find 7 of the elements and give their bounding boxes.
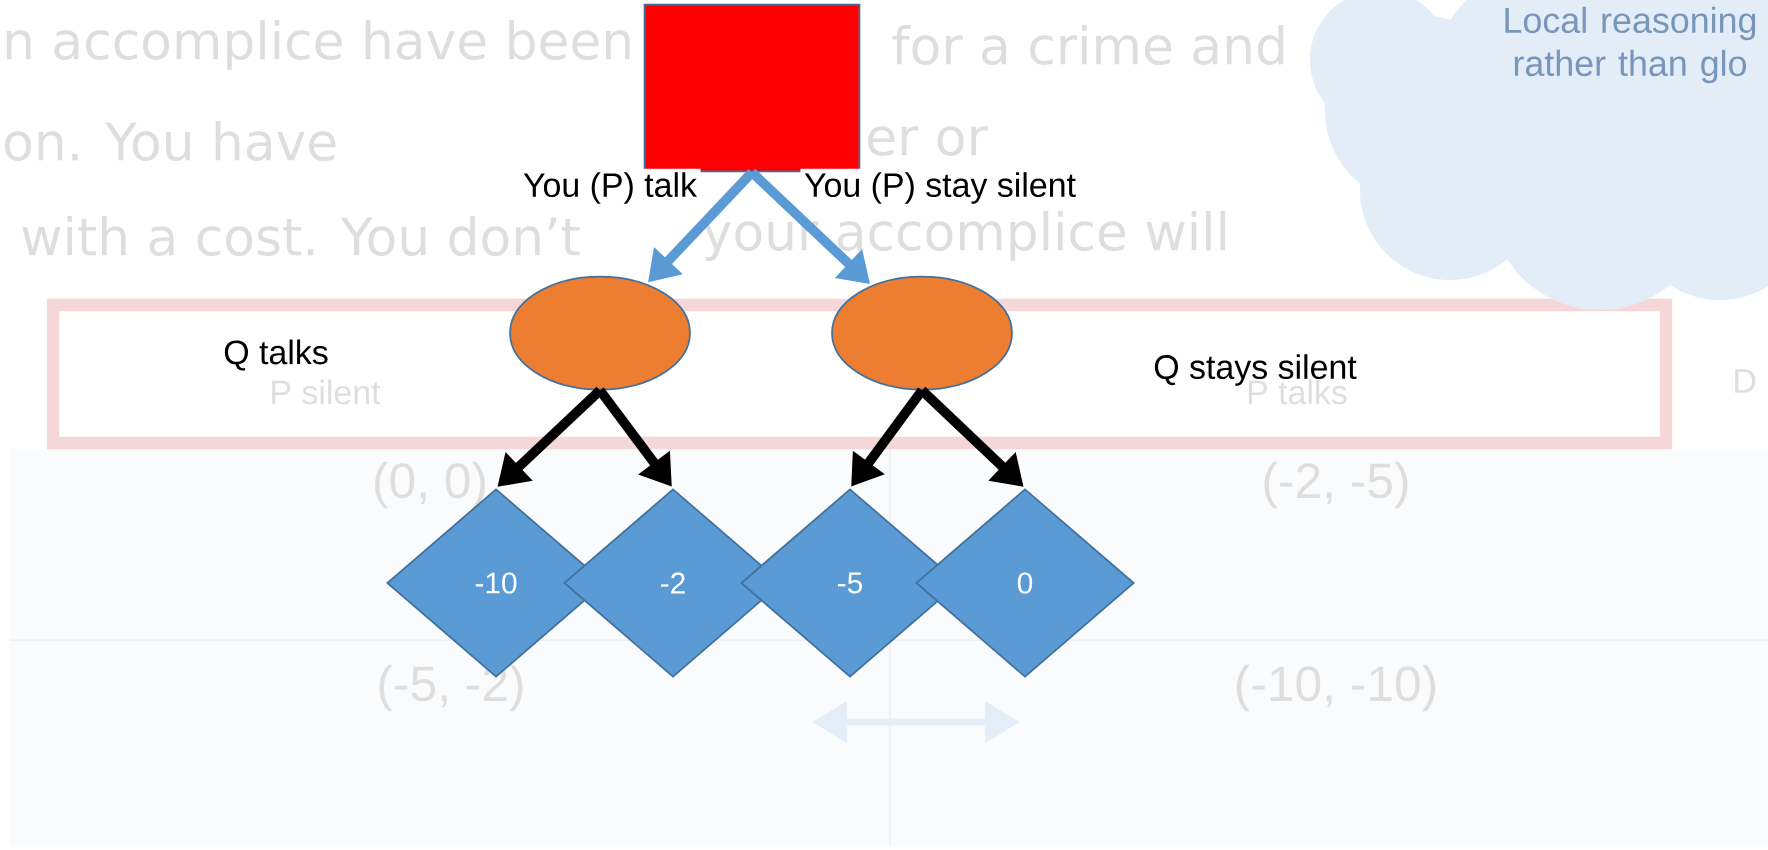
oval — [509, 275, 691, 391]
edge-label: You (P) talk — [519, 168, 701, 208]
label: Q talks — [224, 339, 328, 371]
square-box — [643, 3, 861, 173]
cloud-text: Local reasoning rather than glo — [1505, 6, 1756, 84]
oval — [831, 275, 1013, 391]
edge-label: You (P) stay silent — [800, 168, 1080, 208]
